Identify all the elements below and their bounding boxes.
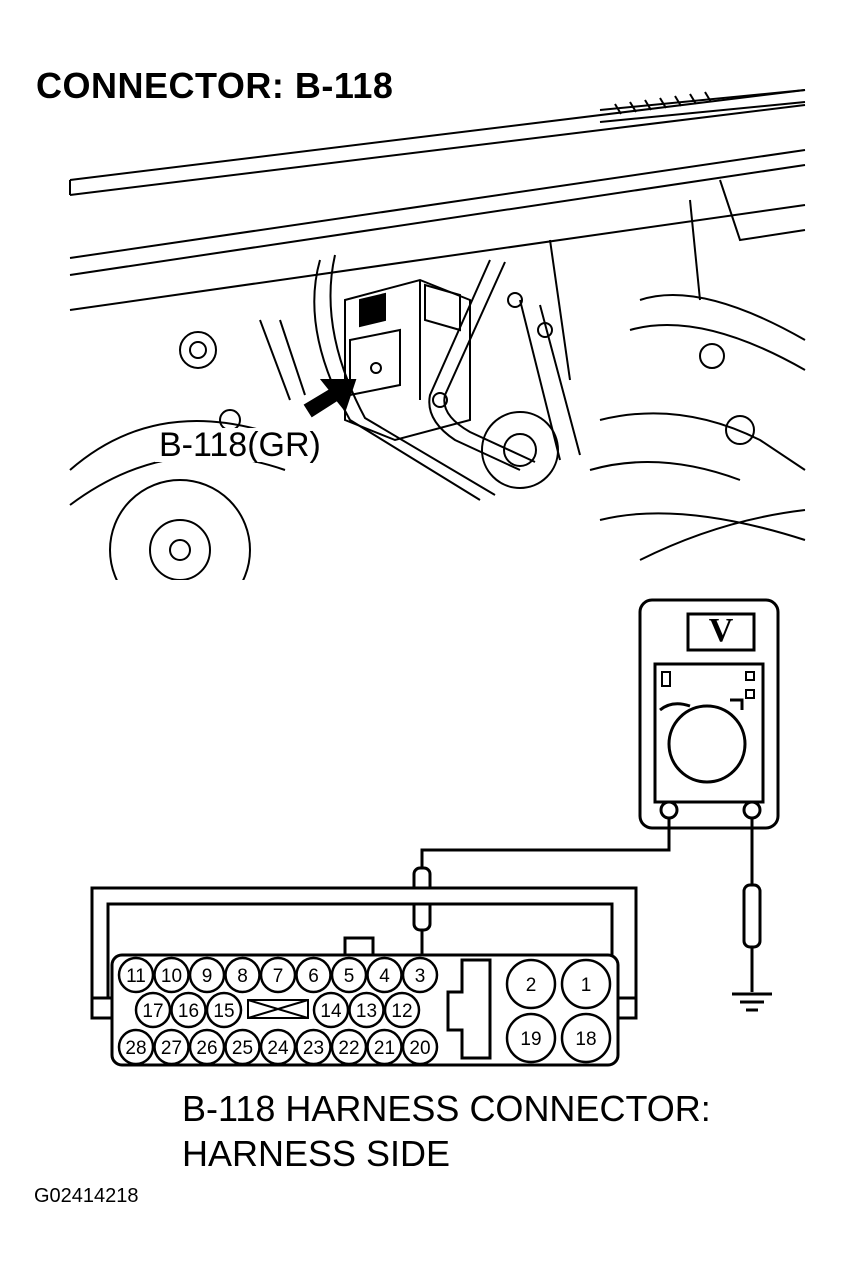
pin-number: 12	[391, 1001, 412, 1022]
caption-line-1: B-118 HARNESS CONNECTOR:	[182, 1088, 711, 1129]
harness-connector	[90, 886, 638, 1067]
pin-number: 26	[196, 1038, 217, 1059]
pin-number: 8	[237, 966, 248, 987]
pin-6: 6	[295, 956, 332, 994]
ground-icon	[732, 992, 772, 1012]
engine-bay-illustration	[69, 89, 806, 580]
pin-number: 25	[232, 1038, 253, 1059]
pin-21: 21	[366, 1028, 403, 1066]
pin-number: 3	[415, 966, 426, 987]
positive-test-lead	[420, 818, 671, 868]
pin-circle	[366, 1028, 403, 1066]
pin-number: 20	[409, 1038, 430, 1059]
pin-number: 11	[126, 966, 146, 987]
pin-circle	[188, 956, 226, 994]
pin-19: 19	[505, 1012, 557, 1064]
pin-circle	[259, 956, 297, 994]
page-title: CONNECTOR: B-118	[36, 65, 394, 106]
pin-28: 28	[117, 1028, 155, 1066]
pin-10: 10	[153, 956, 190, 994]
pin-4: 4	[366, 956, 403, 994]
pin-circle	[505, 958, 557, 1010]
pin-number: 23	[303, 1038, 324, 1059]
pin-13: 13	[348, 991, 385, 1029]
pin-circle	[295, 1028, 332, 1066]
pin-circle	[560, 958, 612, 1010]
pin-2: 2	[505, 958, 557, 1010]
pin-number: 22	[338, 1038, 359, 1059]
pin-circle	[330, 956, 368, 994]
pin-14: 14	[312, 991, 350, 1029]
pin-circle	[188, 1028, 226, 1066]
pin-circle	[205, 991, 243, 1029]
pin-24: 24	[259, 1028, 297, 1066]
pin-circle	[134, 991, 172, 1029]
pin-11: 11	[117, 956, 155, 994]
pin-circle	[295, 956, 332, 994]
caption-line-2: HARNESS SIDE	[182, 1133, 451, 1174]
pin-15: 15	[205, 991, 243, 1029]
connector-pointer-arrow	[303, 379, 357, 418]
pin-number: 14	[320, 1001, 342, 1022]
pin-8: 8	[224, 956, 261, 994]
pin-circle	[312, 991, 350, 1029]
pin-number: 17	[142, 1001, 163, 1022]
connector-caption: B-118 HARNESS CONNECTOR: HARNESS SIDE	[182, 1086, 711, 1176]
pin-number: 1	[581, 975, 592, 996]
pin-22: 22	[330, 1028, 368, 1066]
pin-circle	[330, 1028, 368, 1066]
pin-25: 25	[224, 1028, 261, 1066]
pin-3: 3	[401, 956, 439, 994]
pin-circle	[383, 991, 421, 1029]
pin-circle	[224, 956, 261, 994]
pin-12: 12	[383, 991, 421, 1029]
figure-id: G02414218	[34, 1185, 139, 1207]
pin-7: 7	[259, 956, 297, 994]
pin-circle	[224, 1028, 261, 1066]
pin-circle	[366, 956, 403, 994]
pin-circle	[401, 956, 439, 994]
pin-20: 20	[401, 1028, 439, 1066]
pin-number: 5	[344, 966, 355, 987]
pin-9: 9	[188, 956, 226, 994]
pin-1: 1	[560, 958, 612, 1010]
pin-16: 16	[170, 991, 207, 1029]
pin-number: 4	[379, 966, 390, 987]
pin-circle	[259, 1028, 297, 1066]
pin-number: 15	[213, 1001, 234, 1022]
pin-23: 23	[295, 1028, 332, 1066]
pin-number: 7	[273, 966, 284, 987]
pin-circle	[153, 1028, 190, 1066]
pin-number: 18	[575, 1029, 596, 1050]
pin-17: 17	[134, 991, 172, 1029]
pin-number: 9	[202, 966, 213, 987]
pin-number: 10	[161, 966, 182, 987]
pin-number: 16	[178, 1001, 199, 1022]
pin-circle	[117, 1028, 155, 1066]
pin-circle	[401, 1028, 439, 1066]
pin-circle	[505, 1012, 557, 1064]
pin-number: 2	[526, 975, 537, 996]
pin-5: 5	[330, 956, 368, 994]
pin-number: 24	[267, 1038, 289, 1059]
pin-circle	[170, 991, 207, 1029]
pin-circle	[348, 991, 385, 1029]
pin-number: 27	[161, 1038, 182, 1059]
pin-27: 27	[153, 1028, 190, 1066]
voltmeter-symbol: V	[708, 612, 734, 649]
pin-number: 13	[356, 1001, 377, 1022]
pin-circle	[560, 1012, 612, 1064]
pin-circle	[117, 956, 155, 994]
pin-number: 19	[520, 1029, 541, 1050]
pin-circle	[153, 956, 190, 994]
pin-number: 6	[308, 966, 319, 987]
pin-18: 18	[560, 1012, 612, 1064]
connector-location-label: B-118(GR)	[155, 428, 325, 462]
pin-number: 21	[374, 1038, 395, 1059]
pin-26: 26	[188, 1028, 226, 1066]
pin-number: 28	[125, 1038, 146, 1059]
